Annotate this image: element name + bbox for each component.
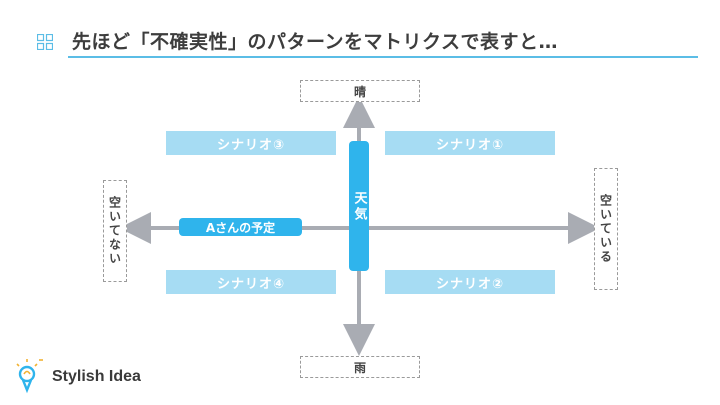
right-label-free: 空いている [594, 168, 618, 290]
scenario-top-right: シナリオ① [385, 131, 555, 155]
grid-icon [37, 34, 53, 50]
horizontal-axis-label: Aさんの予定 [179, 218, 302, 236]
right-label-text: 空いている [598, 194, 613, 264]
top-label-sunny: 晴 [300, 80, 420, 102]
scenario-bottom-right: シナリオ② [385, 270, 555, 294]
scenario-top-left: シナリオ③ [166, 131, 336, 155]
left-label-text: 空いてない [107, 196, 122, 266]
page-title: 先ほど「不確実性」のパターンをマトリクスで表すと… [72, 31, 558, 53]
vertical-axis-label: 天気 [349, 141, 369, 271]
brand-name: Stylish Idea [52, 368, 141, 385]
left-label-not-free: 空いてない [103, 180, 127, 282]
vertical-axis-label-text: 天気 [351, 191, 367, 223]
bottom-label-rain: 雨 [300, 356, 420, 378]
lightbulb-icon [16, 359, 43, 394]
title-divider [68, 56, 698, 58]
scenario-bottom-left: シナリオ④ [166, 270, 336, 294]
